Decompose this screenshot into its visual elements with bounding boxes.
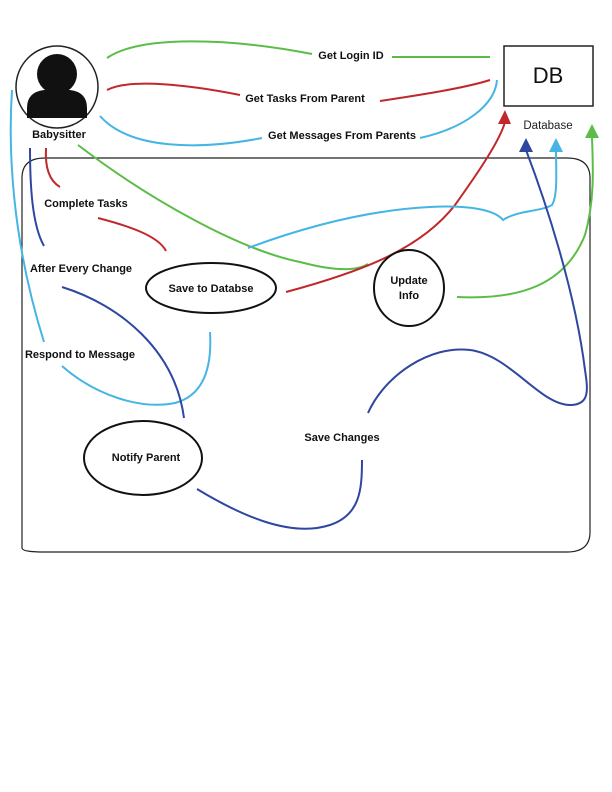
save-to-database-process: [145, 262, 277, 314]
green-flow-login-left: [106, 40, 313, 59]
light-blue-flow-messages-right: [419, 79, 498, 139]
respond-to-message-label: Respond to Message: [25, 349, 135, 361]
red-flow-save-to-db: [285, 121, 506, 293]
notify-parent-label: Notify Parent: [112, 452, 181, 464]
db-box: [503, 45, 594, 107]
get-messages-label: Get Messages From Parents: [268, 130, 416, 142]
green-arrowhead: [585, 124, 599, 138]
save-to-database-label: Save to Databse: [169, 283, 254, 295]
light-blue-arrowhead: [549, 138, 563, 152]
db-title: DB: [533, 63, 564, 88]
green-flow-actor-to-update: [77, 144, 369, 271]
save-changes-label: Save Changes: [304, 432, 379, 444]
update-info-label-line1: Update: [390, 275, 427, 287]
complete-tasks-label: Complete Tasks: [44, 198, 128, 210]
update-info-label-line2: Info: [399, 290, 419, 302]
red-arrowhead: [498, 110, 511, 124]
update-info-process: [373, 249, 445, 327]
red-flow-complete-to-save: [97, 217, 167, 252]
get-tasks-label: Get Tasks From Parent: [245, 93, 365, 105]
red-flow-tasks-right: [379, 79, 491, 102]
babysitter-actor: [15, 45, 99, 129]
after-every-change-label: After Every Change: [30, 263, 132, 275]
person-icon-head: [37, 54, 77, 94]
dark-blue-flow-change-to-notify: [61, 286, 185, 419]
person-icon-body: [27, 90, 87, 118]
light-blue-flow-actor-to-respond: [9, 89, 45, 343]
dark-blue-flow-notify-to-save: [196, 459, 363, 530]
notify-parent-process: [83, 420, 203, 496]
actor-label: Babysitter: [32, 129, 87, 141]
red-flow-tasks-left: [106, 82, 241, 96]
dark-blue-flow-save-to-db: [367, 149, 588, 414]
db-caption: Database: [523, 120, 572, 132]
dark-blue-arrowhead: [519, 138, 533, 152]
green-flow-update-to-db: [456, 137, 594, 299]
light-blue-flow-to-db: [247, 149, 558, 249]
light-blue-flow-respond-to-save: [61, 331, 212, 406]
system-boundary: [21, 157, 591, 553]
light-blue-flow-messages-left: [99, 115, 263, 147]
dark-blue-flow-actor-to-change: [29, 147, 45, 247]
get-login-id-label: Get Login ID: [318, 50, 383, 62]
red-flow-actor-to-complete: [44, 147, 61, 188]
